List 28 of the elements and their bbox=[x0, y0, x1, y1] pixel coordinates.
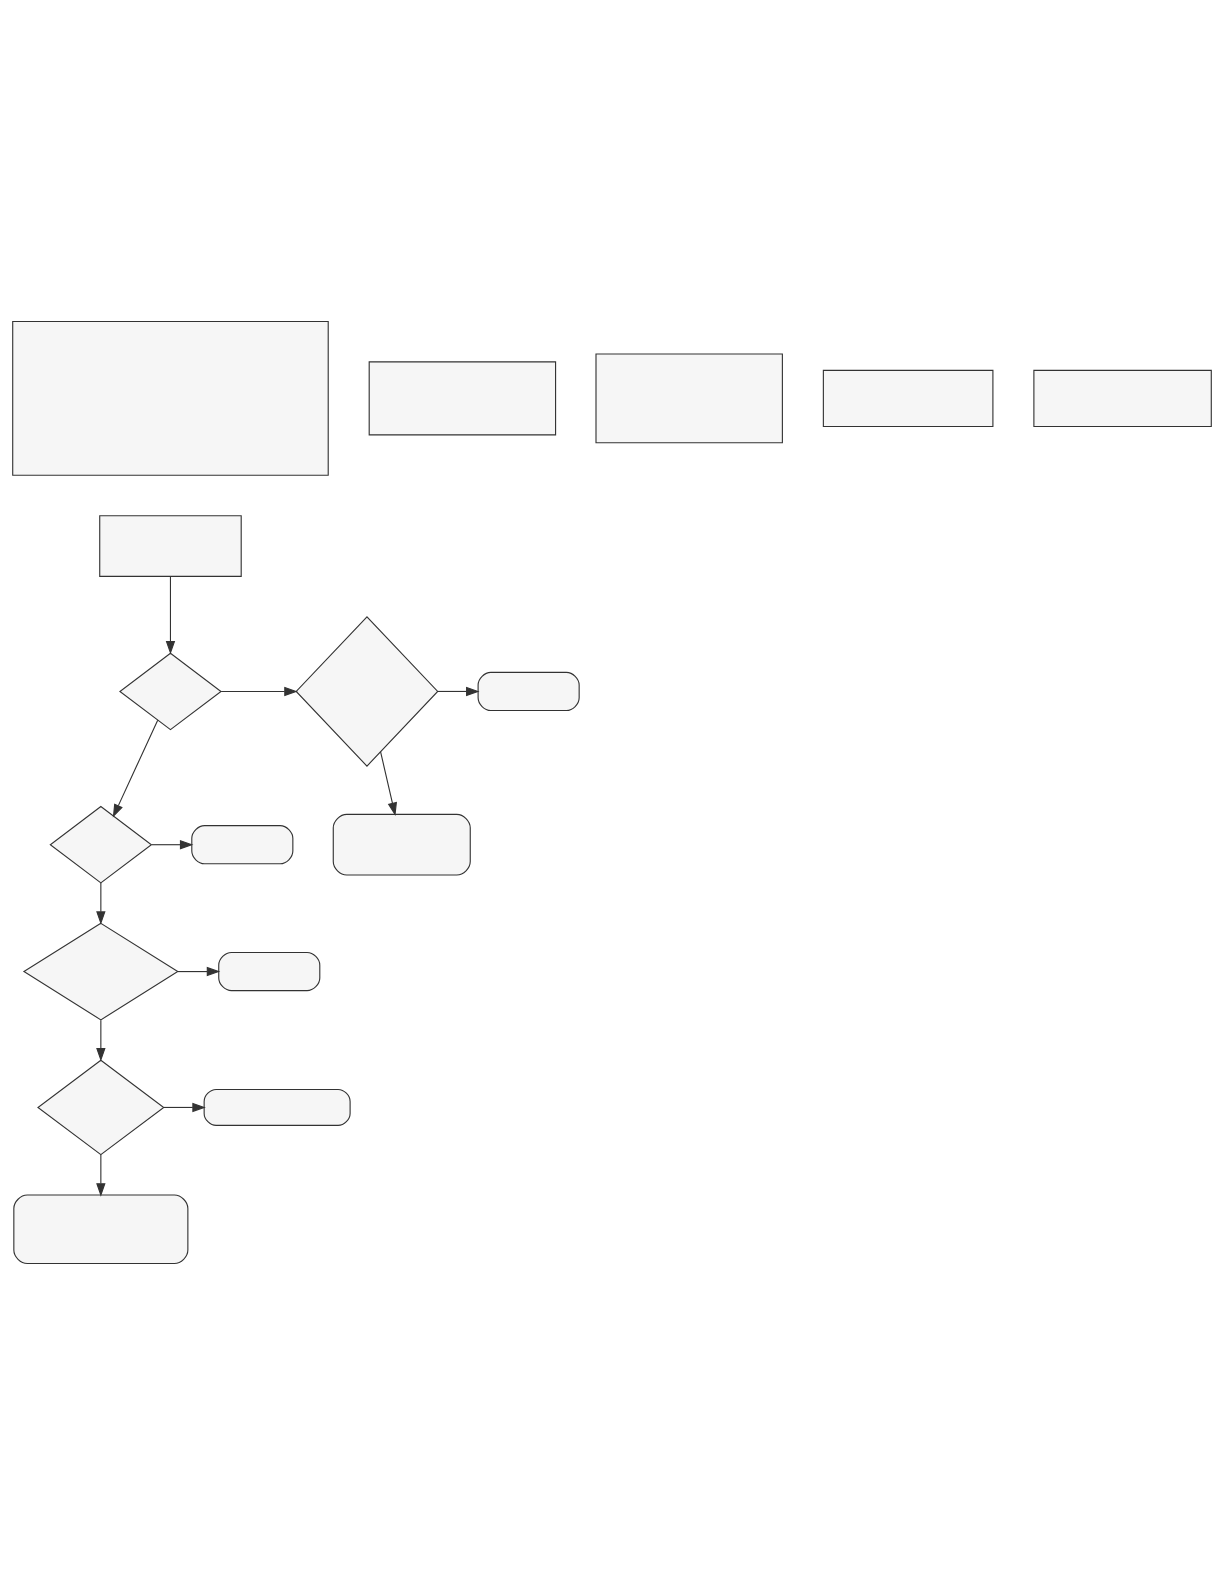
arrow bbox=[112, 719, 159, 818]
arrow bbox=[163, 1102, 206, 1112]
node-box bbox=[368, 360, 557, 435]
arrow bbox=[96, 881, 106, 925]
arrow bbox=[437, 686, 480, 696]
node-box bbox=[99, 514, 242, 577]
node-stadium bbox=[477, 671, 580, 711]
arrow bbox=[177, 966, 221, 976]
arrow bbox=[165, 575, 176, 655]
arrow bbox=[96, 1019, 106, 1062]
arrow bbox=[96, 1153, 106, 1197]
node-diamond bbox=[37, 1059, 165, 1155]
node-box bbox=[12, 320, 329, 476]
node-diamond bbox=[295, 615, 439, 767]
node-stadium bbox=[332, 813, 471, 876]
node-stadium bbox=[203, 1088, 351, 1126]
node-diamond bbox=[22, 922, 179, 1021]
node-diamond bbox=[49, 805, 153, 884]
node-stadium bbox=[191, 824, 294, 864]
node-stadium bbox=[218, 951, 321, 991]
arrow bbox=[380, 750, 397, 816]
node-box bbox=[595, 353, 783, 443]
node-box bbox=[1033, 369, 1212, 427]
node-diamond bbox=[119, 652, 222, 730]
node-box bbox=[822, 369, 994, 427]
arrow bbox=[220, 686, 298, 696]
node-stadium bbox=[13, 1193, 189, 1264]
arrow bbox=[151, 839, 194, 849]
